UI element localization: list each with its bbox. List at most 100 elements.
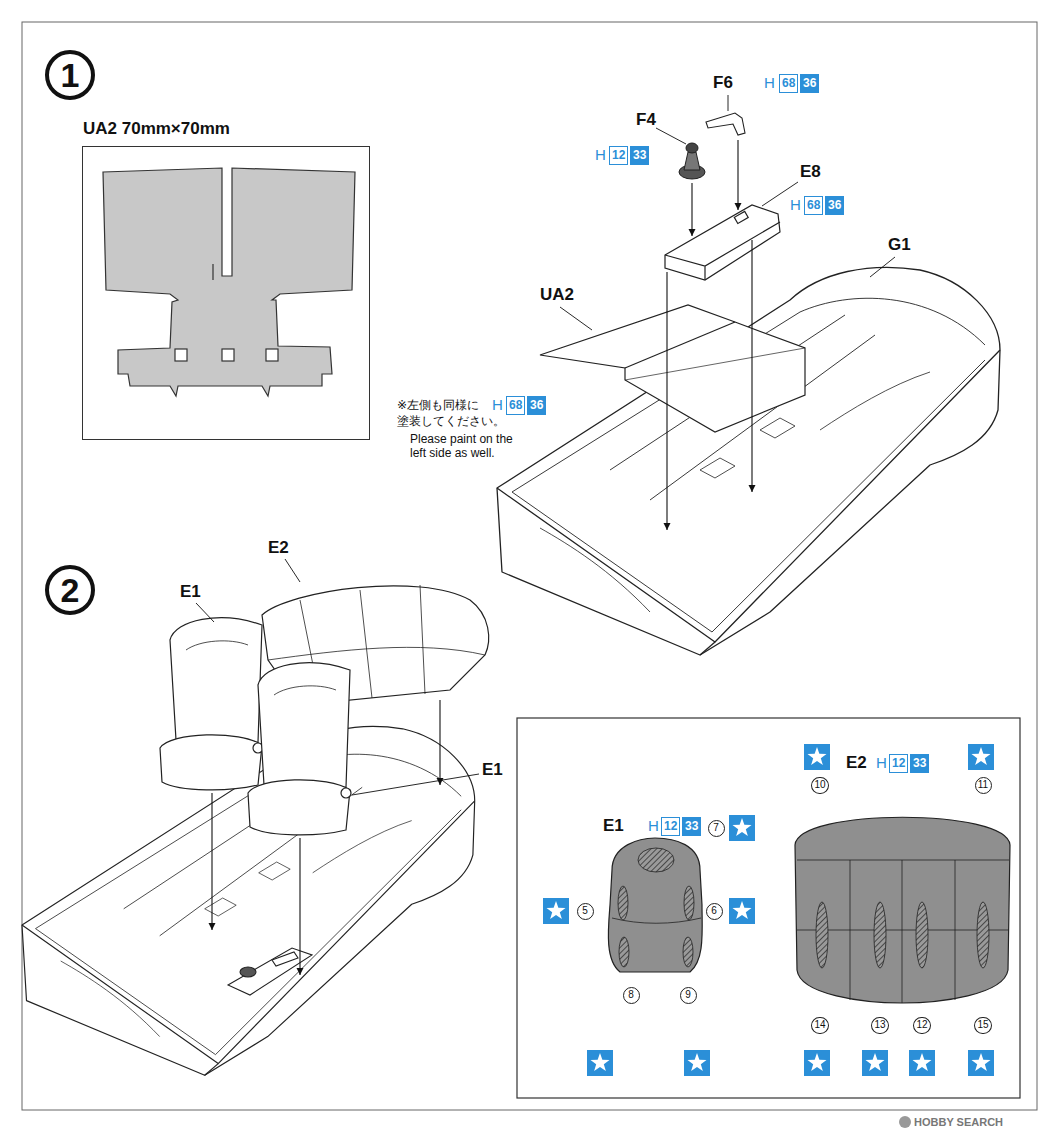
assembly-arrow bbox=[439, 700, 440, 785]
watermark-logo bbox=[899, 1116, 911, 1128]
star-mark bbox=[587, 1050, 613, 1076]
node-text: 33 bbox=[633, 149, 646, 161]
rear-seat-front-view bbox=[916, 902, 928, 968]
paint-code-box: 36 bbox=[527, 396, 546, 415]
seat-front-view bbox=[638, 848, 674, 872]
assembly-arrow bbox=[211, 793, 212, 930]
part-name: F4 bbox=[636, 110, 656, 130]
star-mark bbox=[862, 1050, 888, 1076]
paint-code-box: 68 bbox=[804, 196, 823, 215]
shift-knob bbox=[679, 143, 705, 179]
assembly-arrow bbox=[666, 272, 667, 530]
console-part bbox=[665, 205, 780, 280]
brake-lever bbox=[706, 113, 745, 135]
front-seat bbox=[160, 618, 263, 790]
callout-number: 13 bbox=[871, 1017, 888, 1034]
paint-code-box: 12 bbox=[661, 817, 680, 836]
front-seat bbox=[160, 735, 262, 790]
console-part bbox=[734, 211, 748, 223]
part-name: F6 bbox=[713, 73, 733, 93]
node-text: 13 bbox=[874, 1020, 885, 1030]
leader-line bbox=[285, 559, 300, 582]
callout-number: 5 bbox=[577, 903, 594, 920]
paint-prefix: H bbox=[876, 754, 887, 771]
callout-number: 11 bbox=[975, 777, 992, 794]
assembly-arrow bbox=[691, 183, 692, 236]
paint-code-box: 68 bbox=[506, 396, 525, 415]
rear-seat bbox=[268, 647, 485, 660]
callout-number: 9 bbox=[680, 987, 697, 1004]
rear-seat-front-view bbox=[977, 902, 989, 968]
callout-number: 8 bbox=[623, 987, 640, 1004]
body-tub bbox=[497, 267, 1000, 655]
paint-code-box: 68 bbox=[779, 74, 798, 93]
star-mark bbox=[729, 815, 755, 841]
rear-seat-front-view bbox=[795, 817, 1010, 1003]
star-mark bbox=[804, 1050, 830, 1076]
star-mark bbox=[729, 898, 755, 924]
part-name: E2 bbox=[846, 753, 867, 773]
callout-number: 10 bbox=[811, 777, 828, 794]
callout-number: 15 bbox=[974, 1017, 991, 1034]
rear-seat-front-view bbox=[797, 860, 1009, 1003]
leader-line bbox=[560, 307, 592, 330]
console-part bbox=[272, 952, 298, 966]
node-text: 14 bbox=[814, 1020, 825, 1030]
node-text: 68 bbox=[782, 77, 795, 89]
body-tub bbox=[512, 492, 712, 632]
paint-code-box: 33 bbox=[910, 754, 929, 773]
floor-mat bbox=[625, 322, 735, 368]
assembly-arrow bbox=[751, 240, 752, 492]
node-text: 68 bbox=[509, 399, 522, 411]
callout-number: 12 bbox=[913, 1017, 930, 1034]
floor-mat bbox=[625, 348, 805, 380]
step-number: 2 bbox=[45, 565, 95, 615]
decal-drawing bbox=[103, 168, 355, 396]
decal-panel: UA2 70mm×70mm bbox=[82, 146, 370, 440]
body-tub bbox=[497, 267, 1000, 655]
node-text: 68 bbox=[807, 199, 820, 211]
star-mark bbox=[968, 744, 994, 770]
front-seat bbox=[170, 618, 262, 748]
part-name: UA2 bbox=[540, 285, 574, 305]
node-text: 9 bbox=[685, 990, 691, 1000]
console-part bbox=[228, 948, 312, 995]
leader-line bbox=[870, 257, 895, 277]
node-text: 12 bbox=[916, 1020, 927, 1030]
star-mark bbox=[543, 898, 569, 924]
paint-code-box: 33 bbox=[630, 146, 649, 165]
decal-drawing bbox=[103, 168, 355, 396]
front-seat bbox=[186, 641, 248, 650]
part-name: G1 bbox=[888, 235, 911, 255]
node-text: 15 bbox=[977, 1020, 988, 1030]
node-text: 12 bbox=[892, 757, 905, 769]
leader-line bbox=[352, 774, 479, 795]
node-text: 1 bbox=[61, 58, 80, 92]
paint-code-box: 12 bbox=[609, 146, 628, 165]
shift-knob bbox=[686, 143, 698, 153]
star-mark bbox=[684, 1050, 710, 1076]
seat-front-view bbox=[618, 886, 628, 920]
part-name: E8 bbox=[800, 162, 821, 182]
node-text: 7 bbox=[713, 823, 719, 833]
node-text: 8 bbox=[628, 990, 634, 1000]
leader-line bbox=[728, 95, 729, 111]
node-text: 10 bbox=[814, 780, 825, 790]
part-name: E1 bbox=[603, 816, 624, 836]
console-part bbox=[228, 948, 312, 995]
paint-code-box: 33 bbox=[682, 817, 701, 836]
node-text: 12 bbox=[664, 820, 677, 832]
decal-drawing bbox=[175, 349, 187, 361]
leader-line bbox=[196, 603, 214, 622]
assembly-arrow bbox=[212, 700, 440, 975]
leader-line bbox=[656, 128, 686, 144]
decal-drawing bbox=[222, 349, 234, 361]
step-number: 1 bbox=[45, 50, 95, 100]
paint-code-box: 36 bbox=[825, 196, 844, 215]
watermark: HOBBY SEARCH bbox=[914, 1116, 1003, 1129]
star-mark bbox=[909, 1050, 935, 1076]
node-text: 36 bbox=[828, 199, 841, 211]
paint-code-box: 36 bbox=[800, 74, 819, 93]
